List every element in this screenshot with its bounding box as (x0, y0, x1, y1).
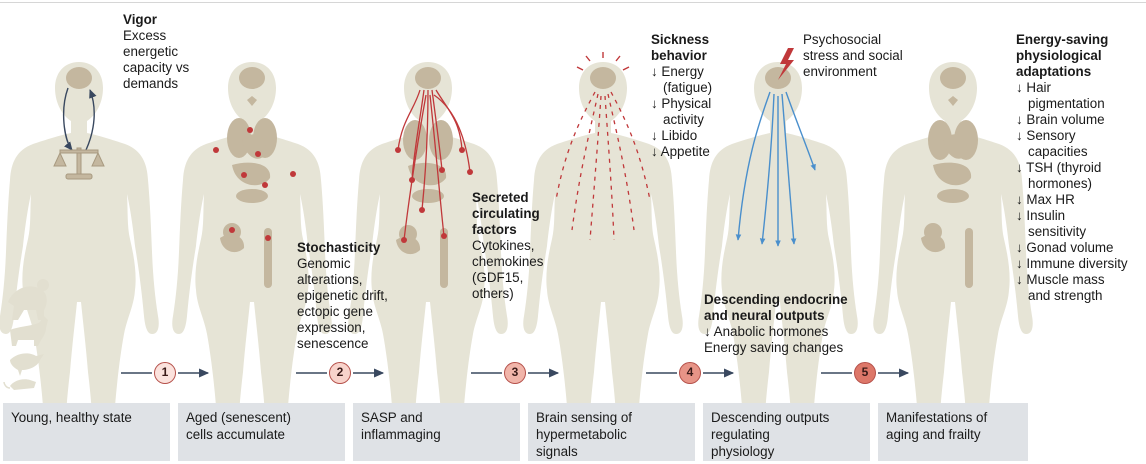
bird-icon (10, 353, 44, 376)
step-1-circle: 1 (154, 362, 176, 384)
annotation-vigor-title: Vigor (123, 12, 157, 27)
stage-box-frailty: Manifestations of aging and frailty (878, 403, 1028, 461)
hypermetabolic-signal-lines (555, 91, 651, 241)
annotation-stochasticity-title: Stochasticity (297, 240, 381, 255)
inflammaging-lines (397, 89, 471, 241)
organs-figure-3 (396, 67, 453, 288)
ape-icon (8, 279, 49, 320)
annotation-descending-outputs: Descending endocrine and neural outputs … (704, 292, 848, 355)
senescent-cells-figure-2 (213, 127, 296, 241)
descending-output-lines (735, 91, 816, 247)
lightning-icon (778, 48, 794, 80)
brain-signal-rays (576, 52, 630, 71)
annotation-energy-saving: Energy-saving physiological adaptations … (1016, 32, 1128, 303)
dog-icon (10, 316, 48, 346)
stage-box-descending: Descending outputs regulating physiology (703, 403, 870, 461)
annotation-psychosocial: Psychosocial stress and social environme… (803, 32, 903, 79)
body-figure-frailty (873, 62, 1033, 460)
step-3-circle: 3 (504, 362, 526, 384)
rodent-icon (3, 379, 36, 390)
stage-box-sasp: SASP and inflammaging (353, 403, 520, 461)
stage-box-aged-cells: Aged (senescent) cells accumulate (178, 403, 345, 461)
annotation-secreted-factors: Secreted circulating factors Cytokines, … (472, 190, 544, 301)
thyroid-icon (948, 96, 958, 106)
body-figure-young (0, 62, 159, 460)
step-2-circle: 2 (329, 362, 351, 384)
stage-box-brain-sensing: Brain sensing of hypermetabolic signals (528, 403, 695, 461)
annotation-sickness-behavior: Sickness behavior ↓ Energy (fatigue) ↓ P… (651, 32, 713, 159)
step-4-circle: 4 (679, 362, 701, 384)
step-5-circle: 5 (854, 362, 876, 384)
annotation-vigor: Vigor Excess energetic capacity vs deman… (123, 12, 190, 91)
balance-scale-icon (53, 147, 105, 180)
organs-figure-6 (921, 67, 978, 288)
top-divider (0, 2, 1146, 3)
stage-box-young: Young, healthy state (3, 403, 170, 461)
annotation-stochasticity: Stochasticity Genomic alterations, epige… (297, 240, 388, 351)
